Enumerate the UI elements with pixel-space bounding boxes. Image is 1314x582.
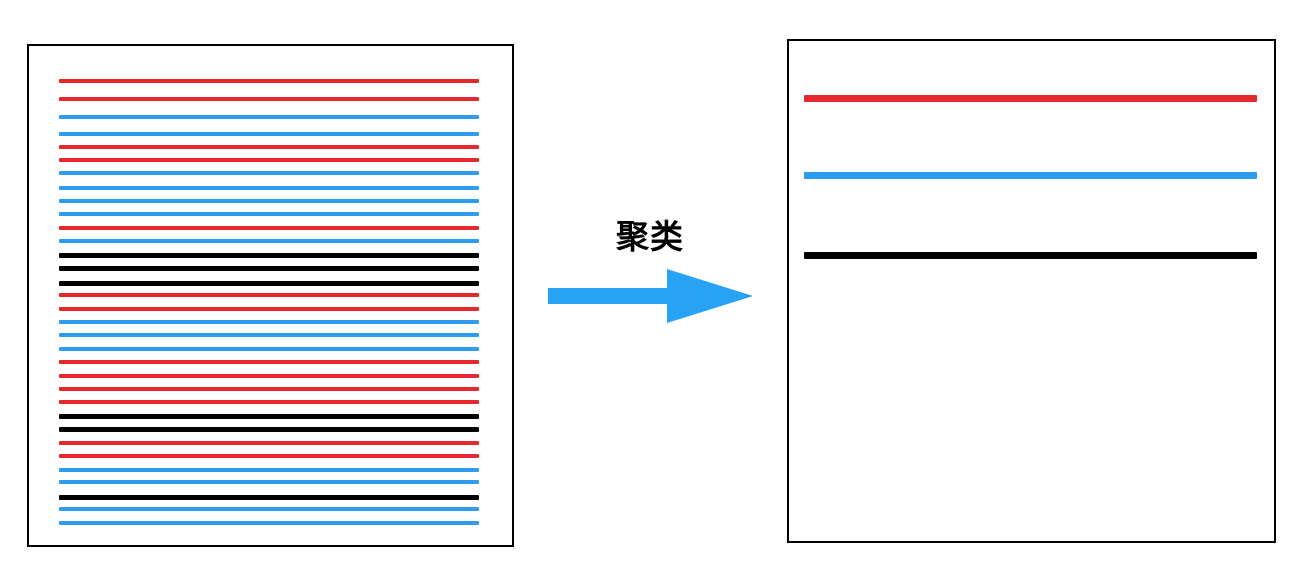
blue-cluster-line (59, 521, 479, 525)
blue-cluster-line (59, 186, 479, 190)
black-cluster-line (59, 280, 479, 286)
clustered-lines-panel (787, 39, 1276, 543)
black-cluster-line (59, 265, 479, 271)
red-cluster-line (59, 307, 479, 311)
blue-cluster-line (59, 333, 479, 337)
clustering-label: 聚类 (616, 217, 684, 256)
blue-cluster-line (59, 171, 479, 175)
blue-cluster-line (59, 480, 479, 484)
red-cluster-line (59, 158, 479, 162)
red-cluster-line (59, 387, 479, 391)
right-arrow-icon (548, 269, 753, 323)
blue-cluster-line (59, 320, 479, 324)
unclustered-lines-panel (27, 44, 514, 547)
blue-cluster-line (59, 239, 479, 243)
blue-cluster-line (804, 171, 1257, 179)
red-cluster-line (59, 454, 479, 458)
black-cluster-line (59, 252, 479, 258)
blue-cluster-line (59, 347, 479, 351)
black-cluster-line (804, 251, 1257, 259)
red-cluster-line (59, 360, 479, 364)
red-cluster-line (59, 441, 479, 445)
black-cluster-line (59, 426, 479, 432)
red-cluster-line (59, 226, 479, 230)
blue-cluster-line (59, 199, 479, 203)
blue-cluster-line (59, 115, 479, 119)
blue-cluster-line (59, 132, 479, 136)
right-arrow-shape (548, 269, 753, 323)
blue-cluster-line (59, 507, 479, 511)
red-cluster-line (59, 374, 479, 378)
black-cluster-line (59, 494, 479, 500)
black-cluster-line (59, 413, 479, 419)
red-cluster-line (59, 97, 479, 101)
red-cluster-line (59, 400, 479, 404)
red-cluster-line (804, 94, 1257, 102)
red-cluster-line (59, 79, 479, 83)
blue-cluster-line (59, 468, 479, 472)
blue-cluster-line (59, 212, 479, 216)
red-cluster-line (59, 293, 479, 297)
red-cluster-line (59, 145, 479, 149)
